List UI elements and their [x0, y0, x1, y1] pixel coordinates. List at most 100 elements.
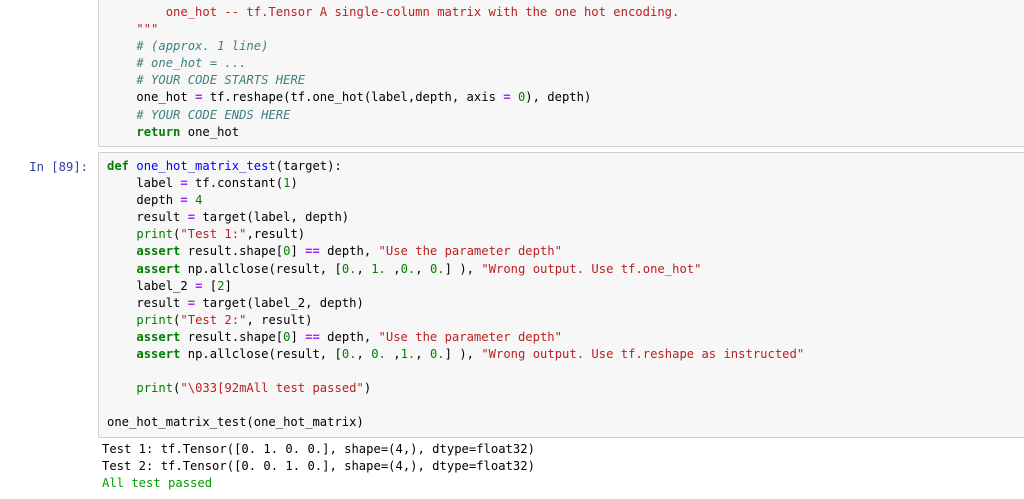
code-token: assert — [136, 244, 181, 259]
code-token: 0 — [517, 90, 526, 105]
code-token: , — [385, 347, 401, 362]
code-token: np.allclose(result, [ — [180, 347, 342, 362]
output-line: Test 1: tf.Tensor([0. 1. 0. 0.], shape=(… — [102, 442, 535, 456]
code-input-area-one-hot-matrix-test[interactable]: def one_hot_matrix_test(target): label =… — [98, 152, 1024, 438]
code-token — [107, 125, 136, 139]
code-token: return — [136, 124, 181, 139]
code-token: == — [305, 329, 320, 344]
code-token: assert — [136, 261, 181, 276]
code-token: [ — [202, 278, 218, 293]
code-token: 0. — [341, 261, 357, 276]
code-token: 2 — [217, 278, 225, 293]
code-token: 0. — [429, 261, 445, 276]
code-token: print — [136, 312, 174, 327]
code-editor-one-hot-matrix-test[interactable]: def one_hot_matrix_test(target): label =… — [103, 158, 1023, 432]
cell-prompt-one-hot-matrix — [0, 0, 98, 5]
code-token: "Use the parameter depth" — [378, 244, 562, 259]
code-token: ] — [224, 278, 232, 293]
code-token: = — [195, 90, 203, 105]
code-token: = — [187, 295, 196, 310]
stdout-stream-output: Test 1: tf.Tensor([0. 1. 0. 0.], shape=(… — [98, 441, 1024, 493]
code-token — [107, 227, 136, 241]
cell-output-area: Test 1: tf.Tensor([0. 1. 0. 0.], shape=(… — [0, 441, 1024, 493]
code-token: one_hot_matrix_test — [136, 159, 276, 173]
code-token: , — [356, 261, 372, 276]
code-token: label_2 — [107, 278, 196, 293]
code-token: = — [180, 176, 188, 191]
code-token: "\033[92mAll test passed" — [180, 381, 364, 396]
code-token: 0. — [341, 347, 357, 362]
code-token: ] ), — [444, 347, 482, 362]
code-token — [107, 22, 136, 36]
code-token: label — [107, 176, 181, 191]
code-token: = — [195, 278, 203, 293]
code-token: 0. — [429, 347, 445, 362]
code-token: target(label_2, depth) — [195, 295, 364, 310]
notebook-cell-one-hot-matrix-test[interactable]: In [89]: def one_hot_matrix_test(target)… — [0, 152, 1024, 438]
code-token: np.allclose(result, [ — [180, 261, 342, 276]
code-token: # YOUR CODE ENDS HERE — [136, 107, 291, 122]
code-token: # (approx. 1 line) — [136, 39, 269, 54]
code-token: ( — [173, 381, 181, 396]
code-token: ] — [290, 329, 306, 344]
code-token: ] ), — [444, 261, 482, 276]
code-token: one_hot_matrix_test(one_hot_matrix) — [107, 415, 364, 430]
code-token: "Use the parameter depth" — [378, 329, 562, 344]
code-token — [107, 313, 136, 327]
code-token: result — [107, 210, 188, 225]
code-token — [107, 56, 136, 70]
code-token: result — [107, 295, 188, 310]
code-token: one_hot — [180, 124, 240, 139]
code-token: 1. — [371, 261, 386, 276]
output-line: All test passed — [102, 476, 213, 491]
code-token: result.shape[ — [180, 329, 284, 344]
code-token — [107, 39, 136, 53]
notebook-cell-one-hot-matrix[interactable]: one_hot -- tf.Tensor A single-column mat… — [0, 0, 1024, 147]
code-token — [107, 381, 136, 395]
code-token: ( — [173, 312, 181, 327]
code-token — [107, 262, 136, 276]
code-token: = — [503, 90, 511, 105]
code-token: = — [180, 193, 188, 208]
code-token: , — [356, 347, 372, 362]
code-token: tf.constant( — [187, 176, 284, 191]
code-token: ] — [290, 244, 306, 259]
code-token: , — [415, 347, 430, 362]
code-token: 0 — [283, 329, 291, 344]
code-token: = — [187, 210, 196, 225]
code-token: # one_hot = ... — [136, 56, 247, 71]
code-token — [511, 90, 518, 104]
code-token — [188, 193, 195, 207]
code-token: "Test 1:" — [180, 227, 247, 242]
code-token: , — [385, 261, 401, 276]
code-token — [107, 5, 166, 19]
code-editor-one-hot-matrix[interactable]: one_hot -- tf.Tensor A single-column mat… — [103, 4, 1023, 141]
code-token: depth, — [319, 329, 379, 344]
output-line: Test 2: tf.Tensor([0. 0. 1. 0.], shape=(… — [102, 459, 535, 474]
code-token: tf.reshape(tf.one_hot(label,depth, axis — [202, 90, 504, 105]
code-token: # YOUR CODE STARTS HERE — [136, 73, 306, 88]
code-token: one_hot -- tf.Tensor A single-column mat… — [165, 5, 680, 19]
code-token: , — [415, 261, 430, 276]
code-token: 1. — [400, 347, 416, 362]
code-token: assert — [136, 347, 181, 362]
code-token: "Test 2:" — [180, 312, 247, 327]
code-token: depth — [107, 193, 181, 208]
code-token — [107, 108, 136, 122]
code-token: """ — [136, 22, 159, 37]
code-token: , result) — [246, 312, 313, 327]
code-token: 0. — [400, 261, 416, 276]
output-prompt-spacer — [0, 441, 98, 465]
code-token: def — [107, 159, 130, 173]
code-token: 4 — [195, 193, 203, 208]
code-token — [107, 347, 136, 361]
code-token: assert — [136, 329, 181, 344]
code-token: ) — [363, 381, 372, 396]
code-token: one_hot — [107, 90, 196, 105]
code-token: ) — [290, 176, 298, 191]
code-input-area-one-hot-matrix[interactable]: one_hot -- tf.Tensor A single-column mat… — [98, 0, 1024, 147]
code-token: == — [305, 244, 320, 259]
code-token: print — [136, 381, 174, 396]
code-token: (target): — [275, 159, 342, 173]
